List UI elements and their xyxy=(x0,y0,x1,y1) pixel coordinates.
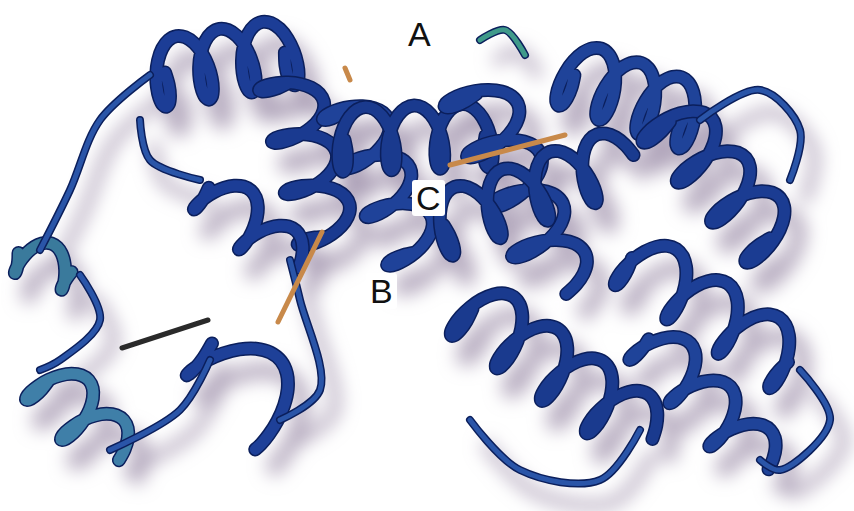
ribbon-edge xyxy=(556,48,695,149)
ribbon-edge xyxy=(40,275,100,370)
disulfide-bonds xyxy=(122,68,565,348)
ribbon-face xyxy=(629,337,775,469)
ribbon-face xyxy=(470,420,640,484)
ribbon-edge xyxy=(629,337,775,469)
ribbon-segment xyxy=(187,343,288,449)
ribbon-segment xyxy=(615,246,789,388)
ribbon-edge xyxy=(40,75,150,250)
ribbon-segment xyxy=(194,186,303,268)
ribbon-segment xyxy=(556,48,695,149)
ribbon-edge xyxy=(480,30,525,55)
region-label: C xyxy=(412,180,445,216)
ribbon-edge xyxy=(140,120,200,180)
ribbon-face xyxy=(280,260,322,420)
ribbon-chain xyxy=(15,22,830,484)
ribbon-face xyxy=(40,75,150,250)
ribbon-face xyxy=(615,246,789,388)
ribbon-segment xyxy=(40,275,100,370)
ribbon-segment xyxy=(470,420,640,484)
ribbon-segment xyxy=(40,75,150,250)
ribbon-edge xyxy=(194,186,303,268)
ribbon-segment xyxy=(280,260,322,420)
ribbon-edge xyxy=(110,360,210,450)
ribbon-segment xyxy=(480,30,525,55)
bond-stick xyxy=(450,135,565,165)
shadow-strand xyxy=(494,52,539,77)
ribbon-edge xyxy=(440,133,634,255)
ribbon-edge xyxy=(187,343,288,449)
ribbon-edge xyxy=(470,420,640,484)
ribbon-segment xyxy=(440,133,634,255)
ribbon-face xyxy=(480,30,525,55)
bond-stick xyxy=(122,320,208,348)
ribbon-edge xyxy=(760,370,830,470)
ribbon-face xyxy=(40,275,100,370)
ribbon-segment xyxy=(110,360,210,450)
ribbon-face xyxy=(140,120,200,180)
bond-stick xyxy=(278,232,322,322)
bond-stick xyxy=(345,68,350,80)
shadow-strand xyxy=(124,382,224,472)
ribbon-face xyxy=(700,90,801,180)
ribbon-edge xyxy=(700,90,801,180)
ribbon-face xyxy=(760,370,830,470)
ribbon-face xyxy=(194,186,303,268)
ribbon-shadow xyxy=(29,44,844,506)
region-label: A xyxy=(404,16,435,52)
ribbon-edge xyxy=(280,260,322,420)
ribbon-segment xyxy=(140,120,200,180)
ribbon-segment xyxy=(700,90,801,180)
ribbon-face xyxy=(556,48,695,149)
ribbon-face xyxy=(110,360,210,450)
ribbon-segment xyxy=(760,370,830,470)
ribbon-segment xyxy=(629,337,775,469)
ribbon-face xyxy=(440,133,634,255)
shadow-strand xyxy=(774,392,844,492)
ribbon-edge xyxy=(615,246,789,388)
ribbon-face xyxy=(187,343,288,449)
region-label: B xyxy=(366,273,397,309)
